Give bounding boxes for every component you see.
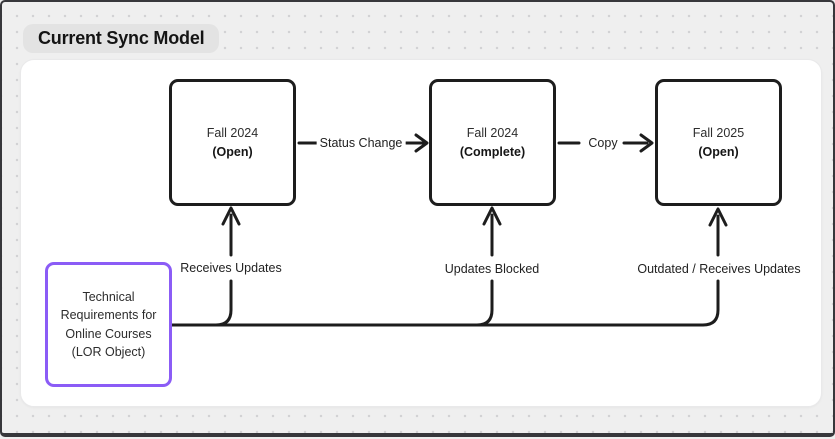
node-label-line: Requirements for bbox=[60, 308, 157, 323]
edge-label-updates-blocked[interactable]: Updates Blocked bbox=[441, 261, 543, 277]
edge-label-receives-updates[interactable]: Receives Updates bbox=[177, 260, 285, 276]
node-fall-2025-open[interactable]: Fall 2025 (Open) bbox=[655, 79, 782, 206]
node-lor-object[interactable]: Technical Requirements for Online Course… bbox=[45, 262, 172, 387]
node-label-line: Fall 2024 bbox=[206, 125, 259, 140]
node-label-line: Technical bbox=[82, 290, 135, 305]
node-label-line: (LOR Object) bbox=[71, 344, 146, 359]
edge-label-status-change[interactable]: Status Change bbox=[316, 135, 406, 151]
node-fall-2024-open[interactable]: Fall 2024 (Open) bbox=[169, 79, 296, 206]
frame-title-pill[interactable]: Current Sync Model bbox=[23, 24, 220, 53]
frame-title-label: Current Sync Model bbox=[38, 28, 205, 48]
edge-label-outdated-receives-updates[interactable]: Outdated / Receives Updates bbox=[634, 261, 804, 277]
node-status-label: (Open) bbox=[698, 145, 739, 159]
node-status-label: (Complete) bbox=[459, 145, 526, 159]
node-status-label: (Open) bbox=[212, 145, 253, 159]
edge-label-copy[interactable]: Copy bbox=[585, 135, 621, 151]
node-label-line: Online Courses bbox=[65, 326, 152, 341]
node-label-line: Fall 2025 bbox=[692, 125, 745, 140]
node-label-line: Fall 2024 bbox=[466, 125, 519, 140]
node-fall-2024-complete[interactable]: Fall 2024 (Complete) bbox=[429, 79, 556, 206]
